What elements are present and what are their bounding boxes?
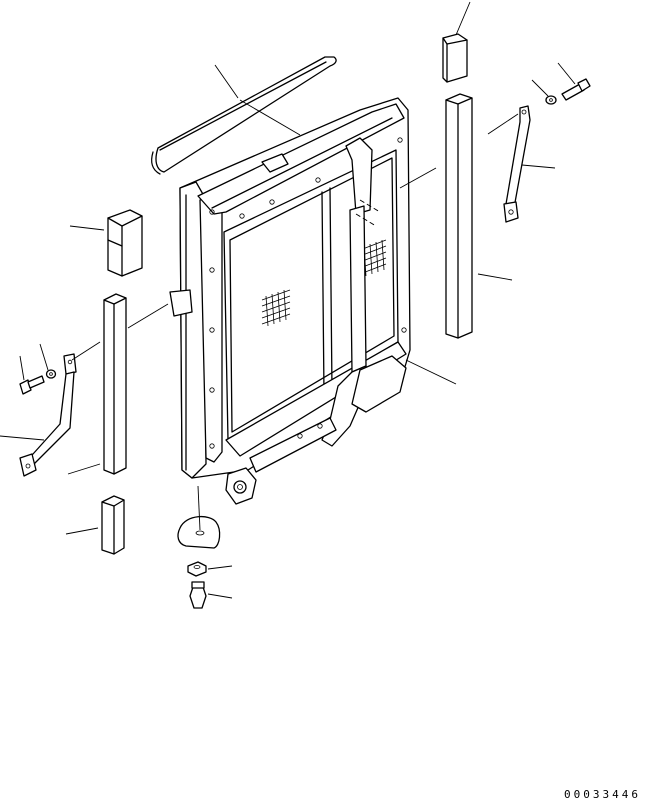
leader-left-cap [69,225,105,231]
leader-top-seal-b [239,99,301,136]
leader-left-stay [0,435,45,441]
leader-top-seal [214,64,239,99]
bottom-washer [187,561,207,577]
leader-lower-hose [405,359,457,385]
leader-right-stay [521,164,556,169]
left-stay [19,353,77,477]
leader-core [399,167,437,189]
leader-left-washer [39,343,49,371]
core-fin-hatch-left [261,289,291,327]
leader-bottom-plate [197,485,201,531]
leader-bottom-washer [207,565,233,570]
drawing-number: 00033446 [564,788,641,801]
leader-left-bar [67,463,101,475]
leader-right-bolt [557,62,576,85]
leader-left-bolt [19,355,25,381]
left-top-cap [107,209,143,277]
leader-top-cap [455,1,471,36]
left-bottom-cap [101,495,125,555]
radiator-assembly [169,97,411,505]
leader-right-bar [477,273,513,281]
left-washer [45,369,57,379]
leader-left-stay-top [71,341,101,361]
leader-left-bottom-cap [65,527,99,535]
leader-right-stay-top [487,113,519,135]
right-bolt [561,78,591,101]
bottom-mount-plate [177,516,221,549]
bottom-bolt [189,581,207,609]
leader-right-washer [531,79,549,97]
left-guard-bar [103,293,127,475]
top-seal-strip [151,56,337,175]
left-bolt [19,375,45,395]
leader-left-bar-top [127,303,169,329]
right-washer [545,95,557,105]
right-guard-bar [445,93,473,339]
top-right-cap [442,33,468,83]
right-stay [503,105,531,223]
leader-bottom-bolt [207,593,233,599]
